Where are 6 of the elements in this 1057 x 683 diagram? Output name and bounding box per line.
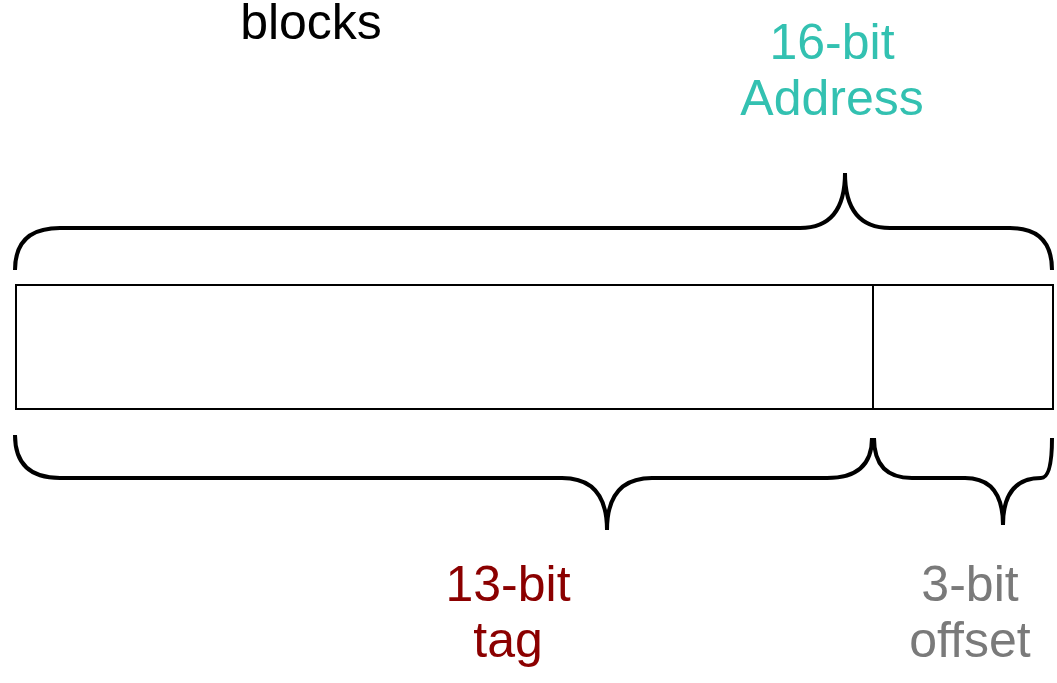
caption-text: blocks bbox=[239, 0, 383, 50]
field-label: 16-bit Address bbox=[739, 14, 925, 126]
field-label: 13-bit tag bbox=[444, 556, 572, 668]
bit-field bbox=[15, 284, 874, 410]
bit-field bbox=[872, 284, 1054, 410]
field-label: 3-bit offset bbox=[908, 556, 1032, 668]
